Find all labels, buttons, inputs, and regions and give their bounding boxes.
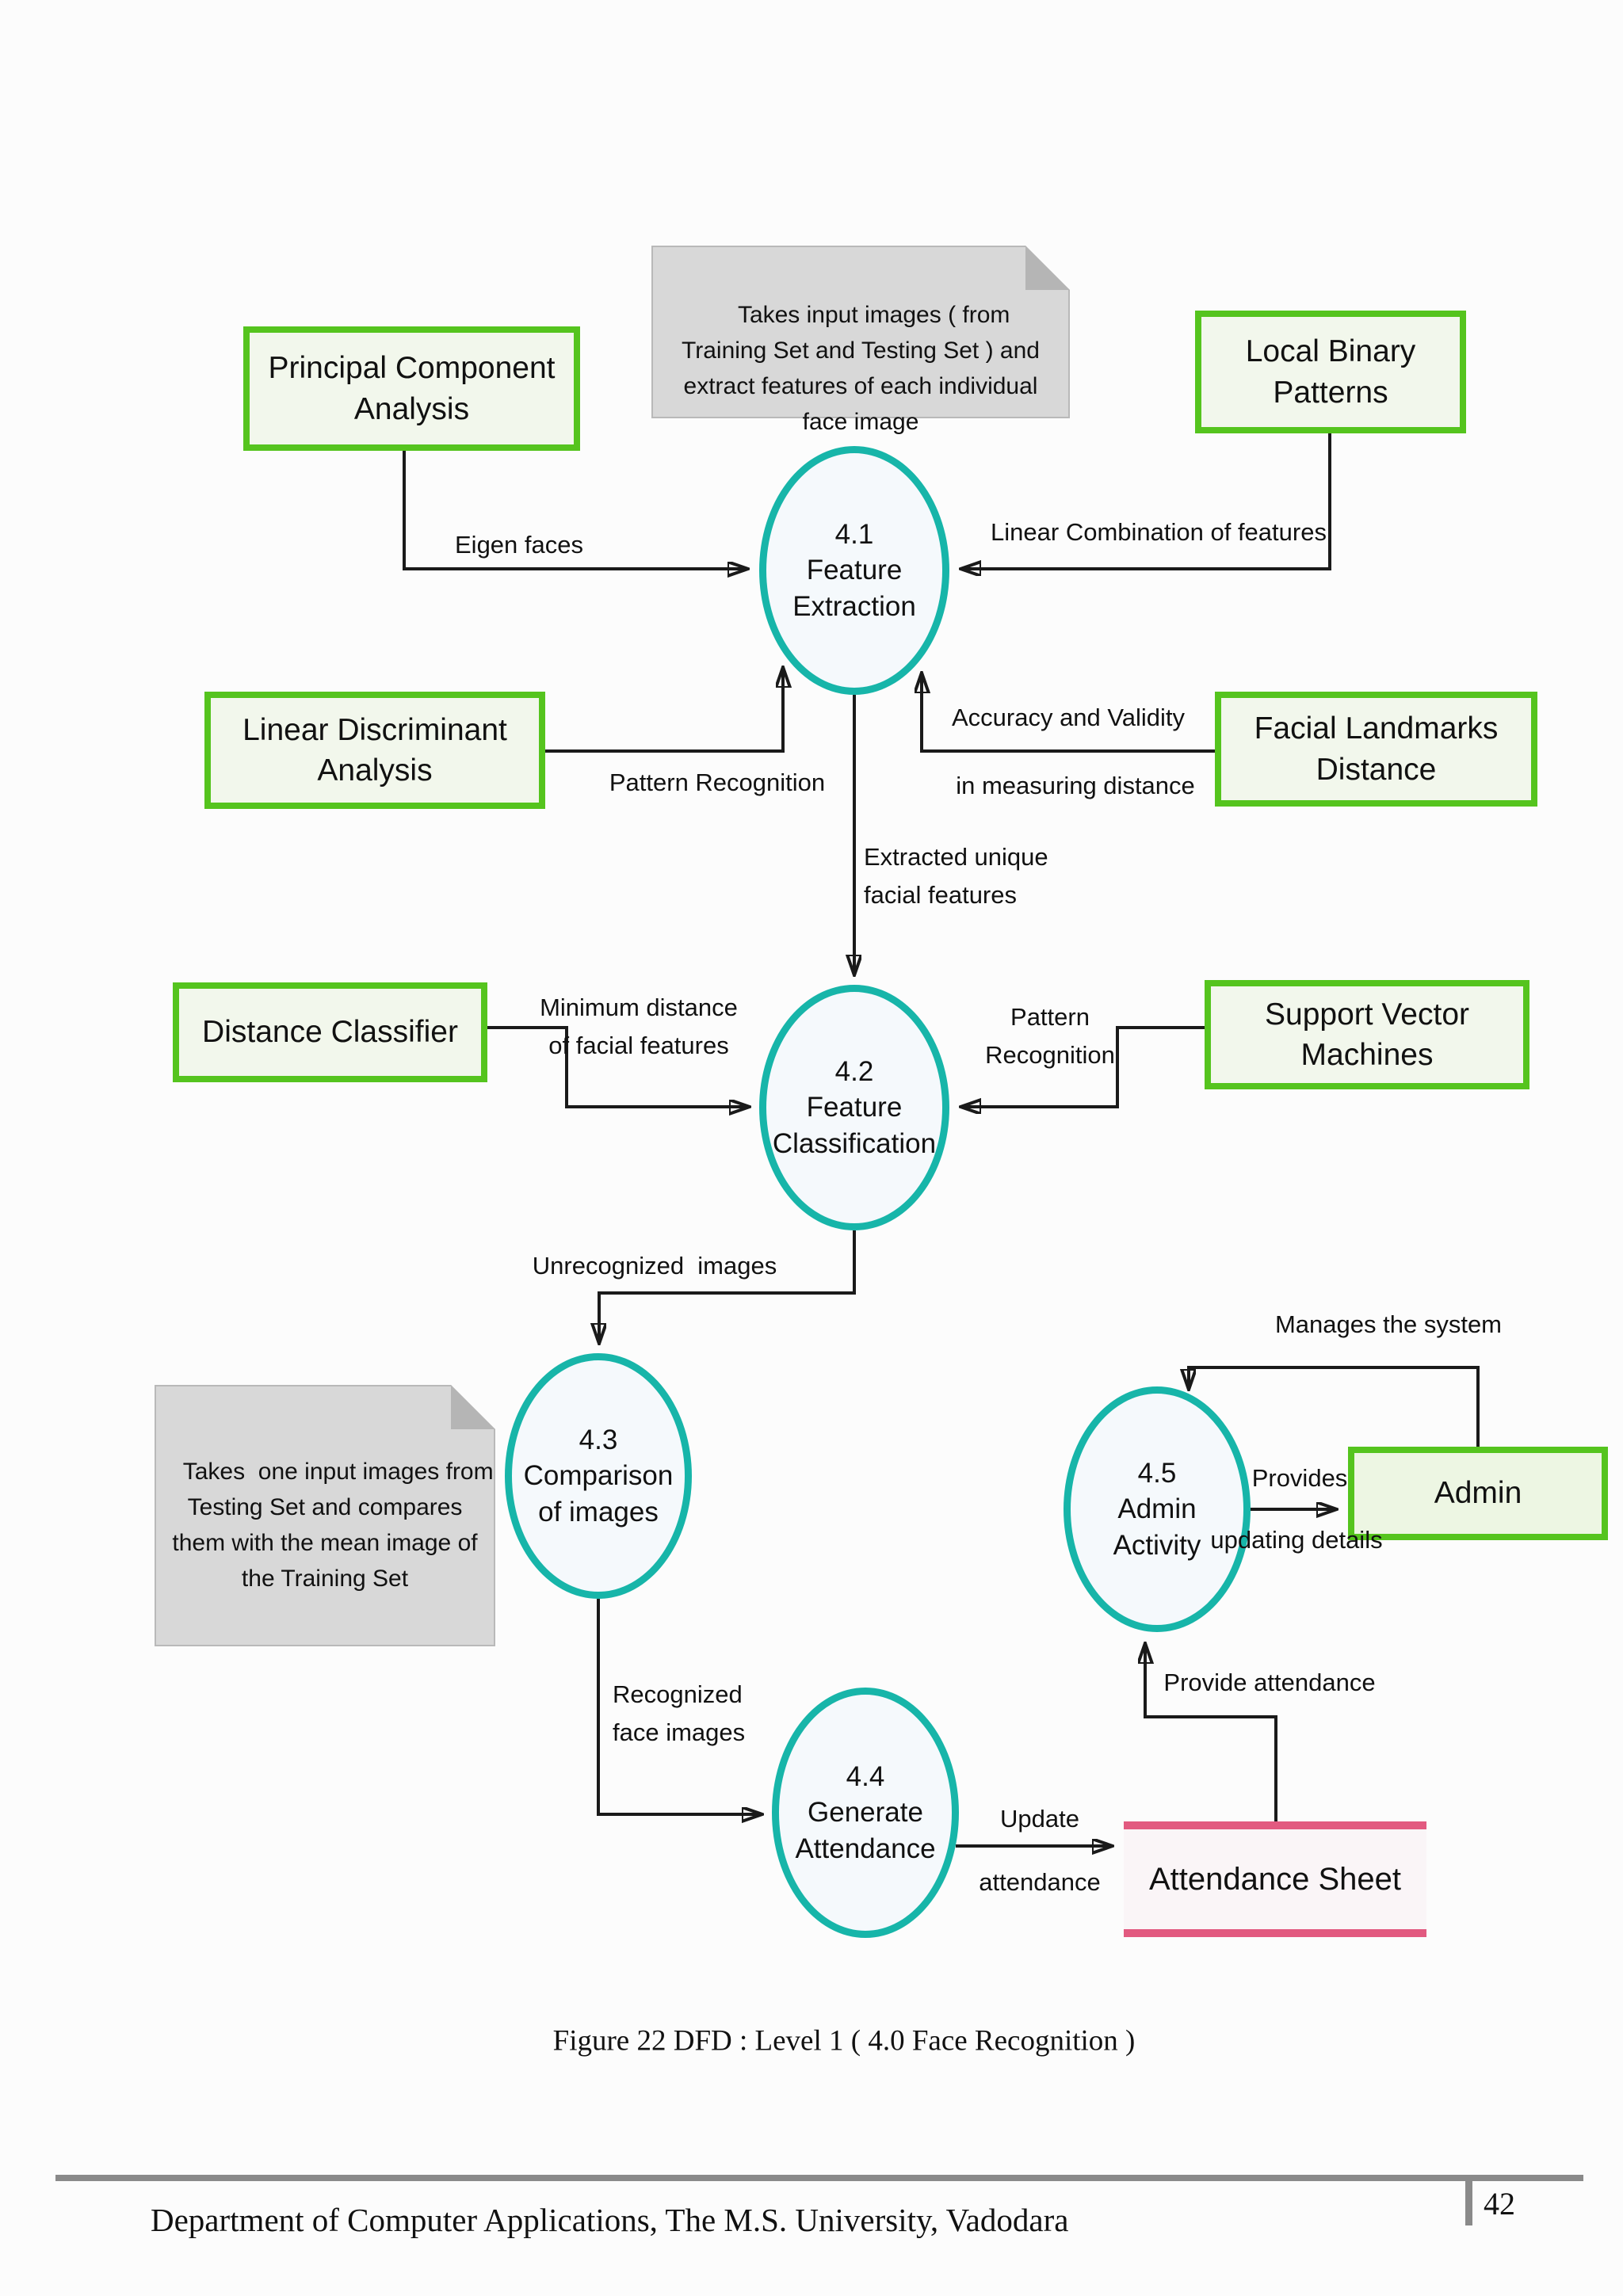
wire-dc-to-4-2 [487,1026,748,1107]
process-number: 4.3 [579,1424,618,1455]
process-number: 4.5 [1137,1457,1177,1489]
flow-label-pattern-recognition-lda: Pattern Recognition [609,768,826,796]
datastore-attendance-sheet: Attendance Sheet [1124,1821,1426,1937]
process-4-4-generate-attendance: 4.4 Generate Attendance [772,1688,959,1938]
entity-label: Distance Classifier [202,1015,458,1050]
process-4-2-feature-classification: 4.2 Feature Classification [759,985,949,1230]
figure-caption: Figure 22 DFD : Level 1 ( 4.0 Face Recog… [552,2024,1136,2058]
entity-label: Support Vector Machines [1265,997,1469,1072]
entity-local-binary-patterns: Local Binary Patterns [1195,311,1466,433]
flow-label-unrecognized-images: Unrecognized images [532,1251,777,1280]
wire-lbp-to-4-1 [962,432,1331,569]
wire-lda-to-4-1 [545,669,783,753]
process-4-3-comparison-of-images: 4.3 Comparison of images [505,1353,692,1599]
note-fold-flap [451,1385,495,1429]
wire-admin-to-4-5 [1189,1366,1480,1447]
flow-label-provides: Provides [1251,1463,1348,1492]
process-number: 4.2 [834,1055,874,1087]
entity-label: Facial Landmarks Distance [1254,711,1499,787]
entity-admin: Admin [1348,1447,1608,1540]
note-feature-extraction-text: Takes input images ( from Training Set a… [682,302,1040,435]
note-comparison-text: Takes one input images from Testing Set … [172,1459,494,1592]
process-name: Admin Activity [1113,1493,1201,1561]
entity-principal-component-analysis: Principal Component Analysis [243,326,580,451]
footer-department-text: Department of Computer Applications, The… [151,2202,1069,2238]
process-name: Comparison of images [523,1460,674,1527]
flow-label-minimum-distance: Minimum distance of facial features [540,993,738,1059]
note-feature-extraction: Takes input images ( from Training Set a… [651,246,1070,435]
flow-label-linear-combination: Linear Combination of features [991,517,1327,546]
process-name: Feature Classification [772,1092,937,1159]
process-number: 4.4 [846,1760,885,1792]
flow-label-accuracy-line2: in measuring distance [956,771,1195,799]
process-number: 4.1 [834,518,874,550]
entity-label: Linear Discriminant Analysis [242,712,507,788]
entity-distance-classifier: Distance Classifier [173,982,487,1082]
footer-rule [55,2175,1583,2181]
entity-support-vector-machines: Support Vector Machines [1205,980,1529,1089]
process-4-1-feature-extraction: 4.1 Feature Extraction [759,446,949,695]
wire-pca-to-4-1 [403,449,747,569]
flow-label-update-attendance: Update attendance [979,1805,1101,1896]
flow-label-updating-details: updating details [1210,1525,1383,1554]
process-name: Generate Attendance [795,1797,936,1864]
entity-label: Admin [1434,1476,1522,1511]
footer-page-tick [1465,2175,1472,2225]
note-fold-flap [1025,246,1070,290]
flow-label-manages-system: Manages the system [1274,1310,1503,1338]
wire-4-3-to-4-4 [597,1599,761,1814]
entity-label: Principal Component Analysis [268,351,556,426]
flow-label-extracted-unique: Extracted unique facial features [864,843,1048,910]
datastore-label: Attendance Sheet [1148,1861,1402,1897]
entity-linear-discriminant-analysis: Linear Discriminant Analysis [204,692,545,809]
entity-label: Local Binary Patterns [1245,334,1416,410]
footer-page-number: 42 [1484,2186,1515,2222]
flow-label-provide-attendance: Provide attendance [1163,1668,1376,1696]
flow-label-eigen-faces: Eigen faces [455,530,583,559]
flow-label-accuracy-line1: Accuracy and Validity [951,703,1186,731]
wire-attendance-to-4-5 [1145,1645,1277,1821]
process-4-5-admin-activity: 4.5 Admin Activity [1064,1386,1251,1632]
wire-fld-to-4-1 [922,674,1215,753]
wire-svm-to-4-2 [962,1026,1205,1107]
note-comparison: Takes one input images from Testing Set … [155,1385,495,1646]
entity-facial-landmarks-distance: Facial Landmarks Distance [1215,692,1537,807]
wire-4-2-to-4-3 [599,1230,856,1342]
flow-label-recognized-images: Recognized face images [613,1680,746,1747]
flow-label-pattern-recognition-svm: Pattern Recognition [985,1002,1115,1069]
process-name: Feature Extraction [792,555,916,622]
